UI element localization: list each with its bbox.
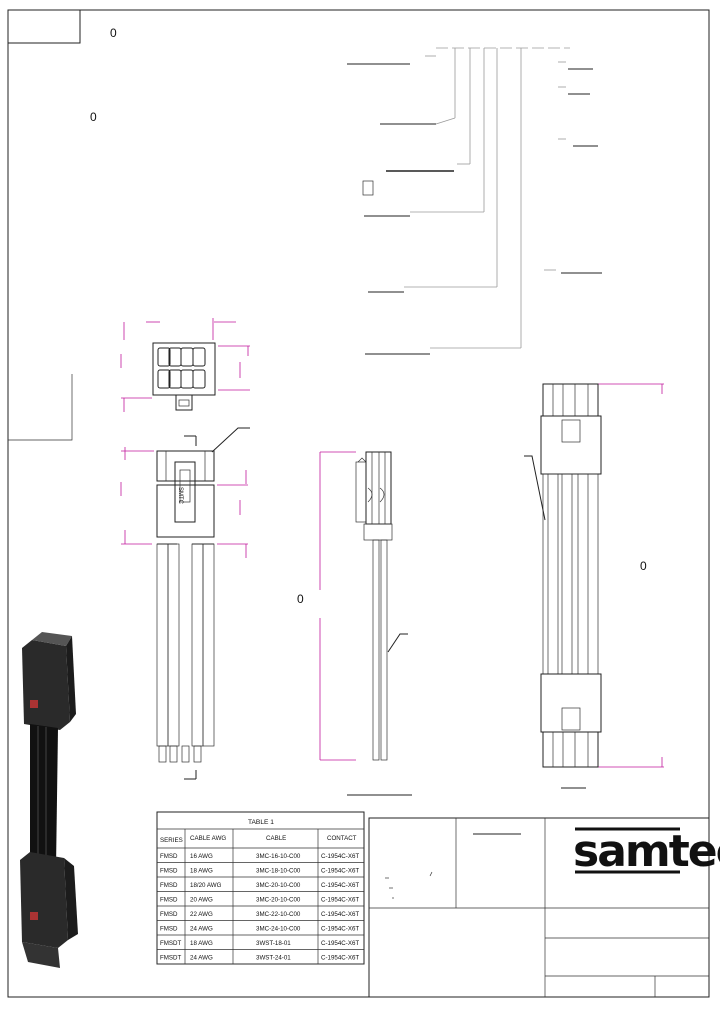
table-header-contact: CONTACT [327, 835, 357, 842]
connector-front-view [120, 318, 250, 412]
sheet-border [7, 9, 710, 998]
table-cell: 3MC-18-10-C00 [256, 868, 301, 875]
table-cell: 18/20 AWG [190, 882, 222, 889]
notes-bracket [8, 374, 73, 441]
table-cell: C-1954C-X6T [321, 911, 359, 918]
part-number-callouts [347, 47, 602, 355]
title-block: samtec [368, 817, 720, 998]
table-cell: C-1954C-X6T [321, 926, 359, 933]
table-cell: 3MC-20-10-C00 [256, 897, 301, 904]
cable-assembly-photo [20, 632, 78, 968]
table-header-cable-awg: CABLE AWG [190, 835, 226, 842]
table-cell: FMSDT [160, 940, 182, 947]
table-cell: FMSDT [160, 955, 182, 962]
table-header-series: SERIES [160, 837, 183, 844]
table-cell: C-1954C-X6T [321, 897, 359, 904]
table-cell: 22 AWG [190, 911, 213, 918]
assembly-length-view: 0 [524, 383, 664, 789]
svg-text:SMTC: SMTC [177, 487, 183, 505]
marker-left: 0 [90, 110, 97, 124]
table-cell: 3MC-16-10-C00 [256, 853, 301, 860]
table-cell: 3WST-18-01 [256, 940, 291, 947]
table-cell: 18 AWG [190, 940, 213, 947]
samtec-logo: samtec [573, 826, 720, 877]
table-cell: 3WST-24-01 [256, 955, 291, 962]
table-cell: FMSD [160, 868, 178, 875]
marker-top: 0 [110, 26, 117, 40]
parts-table: TABLE 1 SERIES CABLE AWG CABLE CONTACT F… [156, 811, 365, 965]
table-cell: 16 AWG [190, 853, 213, 860]
table-cell: FMSD [160, 911, 178, 918]
table-cell: 24 AWG [190, 926, 213, 933]
revision-box [7, 9, 81, 44]
table-title: TABLE 1 [248, 819, 274, 826]
table-cell: FMSD [160, 926, 178, 933]
table-cell: 24 AWG [190, 955, 213, 962]
callout-box-icon [362, 180, 374, 196]
svg-text:0: 0 [640, 559, 647, 573]
table-cell: C-1954C-X6T [321, 882, 359, 889]
table-cell: FMSD [160, 882, 178, 889]
table-cell: FMSD [160, 897, 178, 904]
table-cell: 3MC-20-10-C00 [256, 882, 301, 889]
svg-text:0: 0 [297, 592, 304, 606]
table-cell: C-1954C-X6T [321, 940, 359, 947]
assembly-side-view: 0 [297, 451, 412, 796]
table-cell: 3MC-24-10-C00 [256, 926, 301, 933]
table-cell: C-1954C-X6T [321, 853, 359, 860]
table-cell: 18 AWG [190, 868, 213, 875]
table-cell: FMSD [160, 853, 178, 860]
table-cell: 20 AWG [190, 897, 213, 904]
table-cell: C-1954C-X6T [321, 868, 359, 875]
table-cell: C-1954C-X6T [321, 955, 359, 962]
assembly-top-view: SMTC [120, 427, 250, 780]
table-header-cable: CABLE [266, 835, 286, 842]
table-cell: 3MC-22-10-C00 [256, 911, 301, 918]
